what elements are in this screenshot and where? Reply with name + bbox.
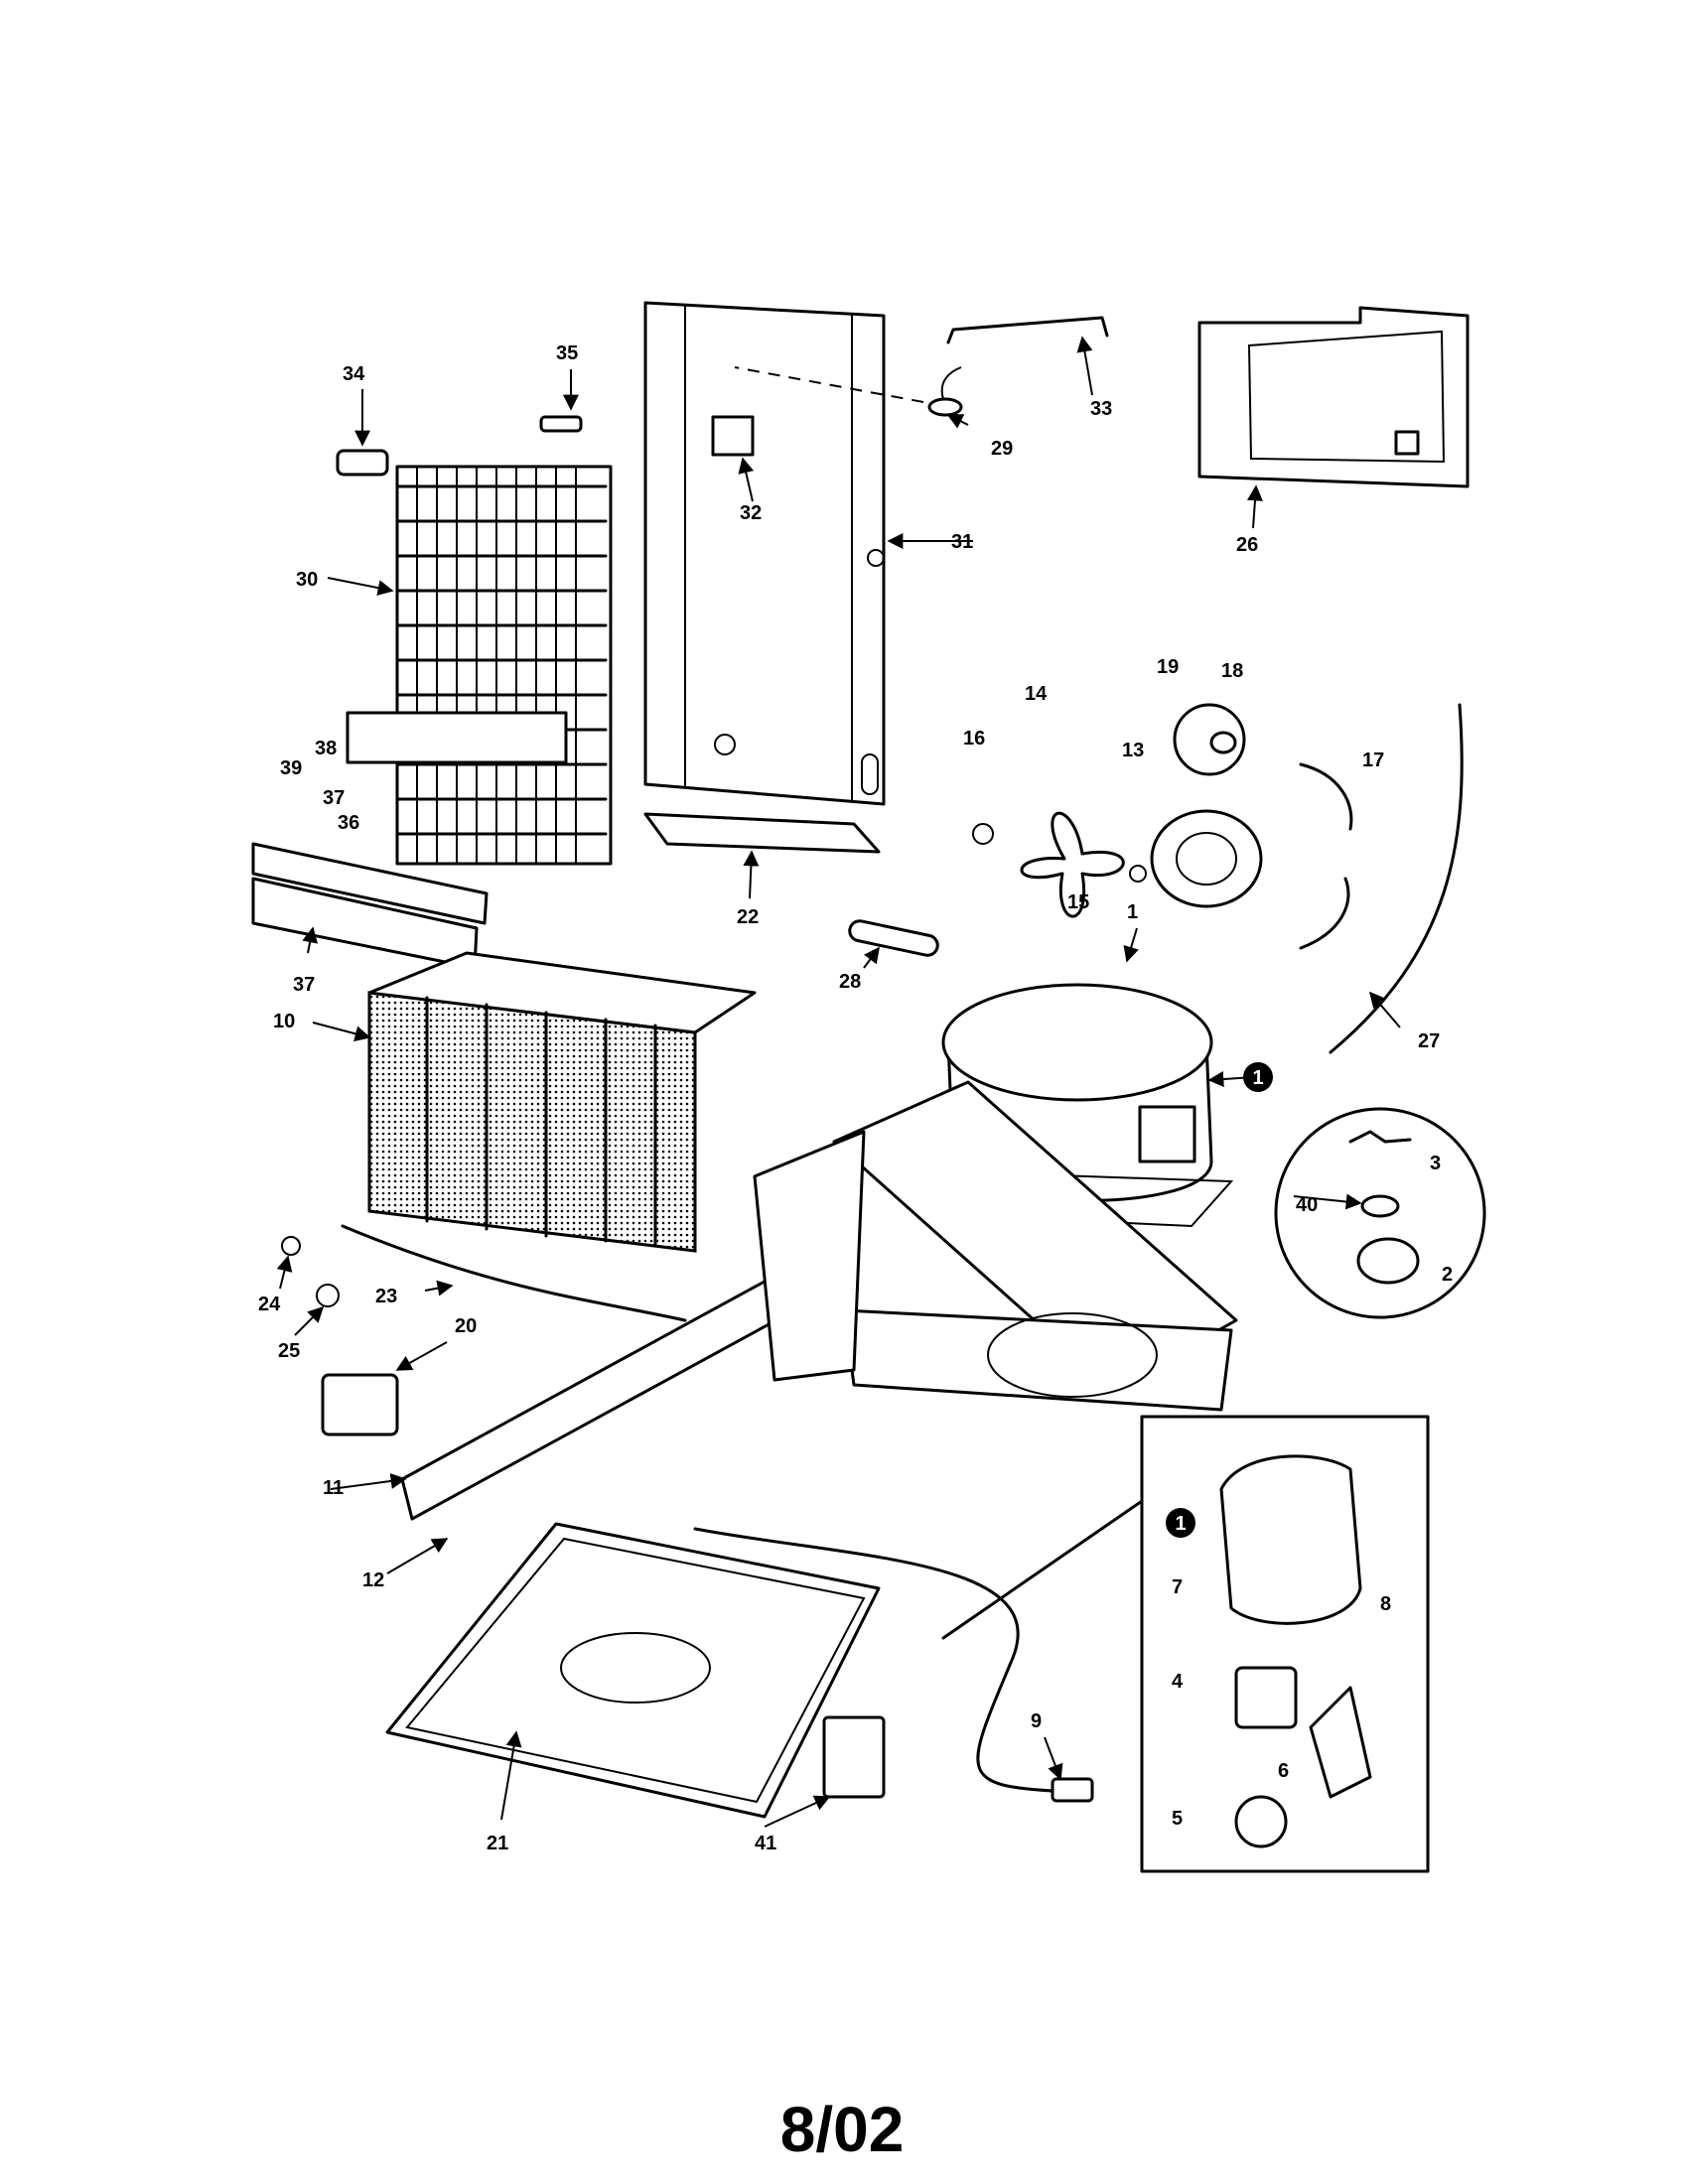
motor-bracket xyxy=(1299,762,1353,950)
condenser-bracket xyxy=(251,842,489,970)
label-part-6: 6 xyxy=(1278,1760,1289,1782)
evaporator-coil xyxy=(367,951,757,1253)
label-part-29: 29 xyxy=(991,438,1013,460)
label-part-13: 13 xyxy=(1122,740,1144,761)
back-panel xyxy=(643,301,886,806)
thermostat-clip xyxy=(927,366,963,417)
label-part-31: 31 xyxy=(951,531,973,553)
label-part-38: 38 xyxy=(315,738,337,759)
label-part-17: 17 xyxy=(1362,750,1384,771)
clamp xyxy=(316,1284,340,1307)
label-part-28: 28 xyxy=(839,971,861,993)
drain-trough xyxy=(643,812,881,854)
control-panel xyxy=(1197,306,1470,488)
filter-drier xyxy=(848,919,939,957)
relay-detail-box xyxy=(1140,1415,1430,1873)
label-part-20: 20 xyxy=(455,1315,477,1337)
label-part-30: 30 xyxy=(296,569,318,591)
label-part-34: 34 xyxy=(343,363,365,385)
clip xyxy=(281,1236,301,1256)
washer-small xyxy=(1129,865,1147,883)
label-part-2: 2 xyxy=(1442,1264,1453,1286)
label-part-5: 5 xyxy=(1172,1808,1183,1830)
coil-tube xyxy=(539,415,583,433)
label-part-19: 19 xyxy=(1157,656,1179,678)
part-labels: 1 2 3 4 5 6 7 8 9 10 11 12 13 14 15 16 1… xyxy=(258,342,1453,1854)
shaft-detail xyxy=(1173,703,1246,776)
condenser-coil xyxy=(346,465,613,866)
power-cord xyxy=(693,1437,1233,1803)
label-part-24: 24 xyxy=(258,1294,281,1315)
leader-lines xyxy=(276,336,1401,1828)
label-part-16: 16 xyxy=(963,728,985,750)
label-part-41: 41 xyxy=(755,1833,776,1854)
label-part-27: 27 xyxy=(1418,1030,1440,1052)
coil-clip xyxy=(336,449,389,477)
label-part-33: 33 xyxy=(1090,398,1112,420)
condensate-tube xyxy=(341,1224,687,1322)
label-part-23: 23 xyxy=(375,1286,397,1307)
label-part-12: 12 xyxy=(362,1570,384,1591)
label-part-36: 36 xyxy=(338,812,359,834)
base-frame xyxy=(400,1080,1238,1521)
label-part-35: 35 xyxy=(556,342,578,364)
label-part-11: 11 xyxy=(323,1477,344,1499)
label-part-10: 10 xyxy=(273,1011,295,1032)
label-part-22: 22 xyxy=(737,906,759,928)
label-part-26: 26 xyxy=(1236,534,1258,556)
label-part-9: 9 xyxy=(1031,1710,1042,1732)
label-part-37b: 37 xyxy=(293,974,315,996)
label-part-14: 14 xyxy=(1025,683,1048,705)
label-part-3: 3 xyxy=(1430,1153,1441,1174)
callout-marker-inset: 1 xyxy=(1166,1508,1195,1538)
capacitor xyxy=(822,1715,886,1799)
label-part-40: 40 xyxy=(1296,1194,1318,1216)
label-part-4: 4 xyxy=(1172,1671,1184,1693)
label-part-7: 7 xyxy=(1172,1576,1183,1598)
svg-text:1: 1 xyxy=(1252,1067,1263,1089)
svg-text:1: 1 xyxy=(1175,1513,1186,1535)
defrost-timer xyxy=(321,1373,399,1436)
fan-blade xyxy=(1020,811,1125,918)
washer xyxy=(972,823,994,845)
callout-marker-compressor: 1 xyxy=(1243,1062,1273,1092)
date-code: 8/02 xyxy=(779,2094,905,2165)
label-part-18: 18 xyxy=(1221,660,1243,682)
top-bracket xyxy=(946,316,1109,344)
label-part-25: 25 xyxy=(278,1340,300,1362)
overload-detail xyxy=(1274,1107,1486,1319)
label-part-15: 15 xyxy=(1067,891,1089,913)
label-part-8: 8 xyxy=(1380,1593,1391,1615)
label-part-39: 39 xyxy=(280,757,302,779)
label-part-21: 21 xyxy=(487,1833,508,1854)
label-part-32: 32 xyxy=(740,502,762,524)
label-part-37: 37 xyxy=(323,787,345,809)
drain-pan xyxy=(385,1522,881,1819)
drain-tube xyxy=(1329,703,1464,1054)
fan-motor xyxy=(1150,809,1263,908)
label-part-1: 1 xyxy=(1127,901,1138,923)
